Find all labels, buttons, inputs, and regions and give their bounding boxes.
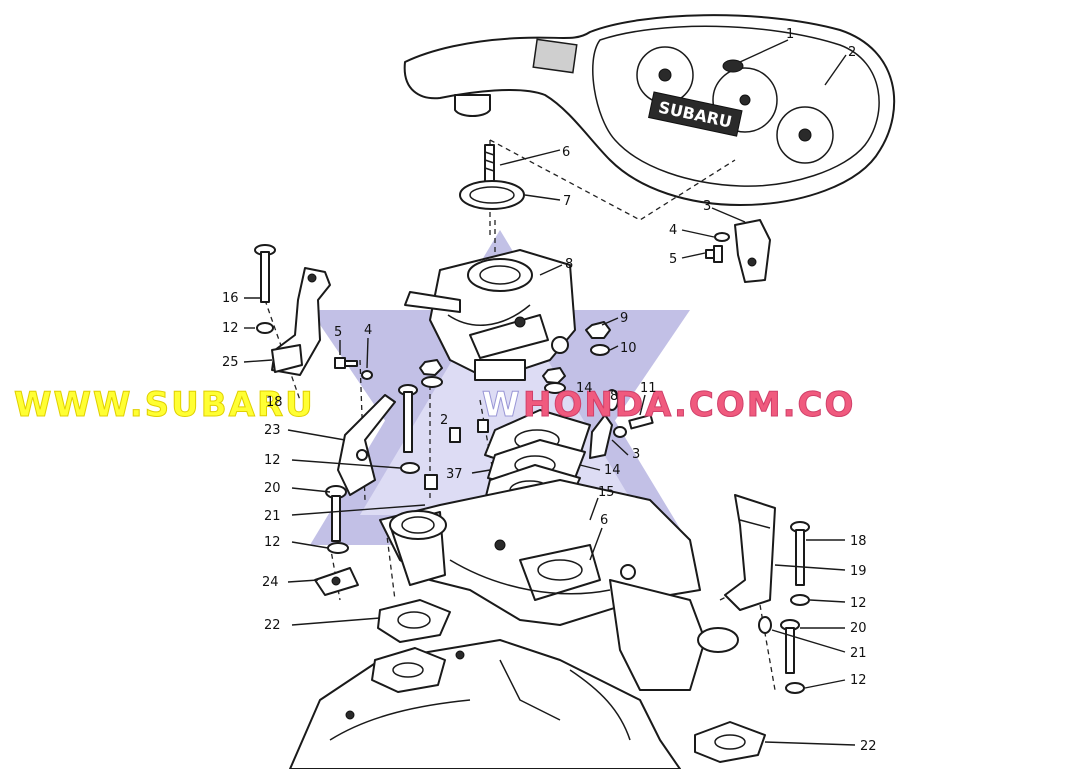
bolt-part-20-right [780,619,800,674]
callout-10: 10 [620,341,637,356]
bolt-part-16 [254,244,276,303]
engine-block [289,639,681,770]
callout-12-d: 12 [850,596,867,611]
washer-part-12e [785,682,805,694]
callout-12-a: 12 [222,321,239,336]
callout-5-top: 5 [669,252,677,267]
washer-part-12 [256,322,274,334]
callout-21-a: 21 [264,509,281,524]
callout-18-b: 18 [850,534,867,549]
callout-20-a: 20 [264,481,281,496]
gasket-part-22-left [377,599,451,643]
callout-14-a: 14 [576,381,593,396]
callout-4-top: 4 [669,223,677,238]
washer-part-10 [590,344,610,356]
small-parts-left [424,419,489,490]
bolt-part-18-right [790,521,810,586]
leader-lines [243,39,856,746]
callout-22-b: 22 [860,739,877,754]
bracket-part-25 [271,267,331,376]
callout-2: 2 [848,45,856,60]
callout-37: 37 [446,467,463,482]
callout-9: 9 [620,311,628,326]
gasket-part-22-right [694,721,766,763]
bolt-part-18 [398,384,418,453]
callout-12-e: 12 [850,673,867,688]
callout-20-b: 20 [850,621,867,636]
watermark-text-part1: WWW.SUBARU [14,385,315,425]
callout-6: 6 [562,145,570,160]
callout-1: 1 [786,27,794,42]
watermark-text-part3: HONDA.COM.CO [523,385,855,425]
intake-manifold [379,479,739,691]
air-cleaner-housing: SUBARU [403,14,896,206]
bracket-part-24 [314,567,359,596]
washer-part-4 [714,232,730,242]
bolt-part-11 [628,414,654,430]
bolt-part-5-lower [334,357,358,369]
gasket-ring-7 [459,180,525,210]
nuts-washers-set [419,359,627,438]
callout-15: 15 [598,485,615,500]
callout-2-mid: 2 [440,413,448,428]
callout-3-top: 3 [703,199,711,214]
callout-14-b: 14 [604,463,621,478]
callout-12-c: 12 [264,535,281,550]
bracket-part-3-mid [589,414,613,459]
callout-24: 24 [262,575,279,590]
callout-22-a: 22 [264,618,281,633]
bracket-part-3 [734,219,771,283]
callout-12-b: 12 [264,453,281,468]
callout-18-a: 18 [266,395,283,410]
callout-21-b: 21 [850,646,867,661]
bracket-part-19 [724,494,776,611]
callout-23: 23 [264,423,281,438]
washer-part-4-lower [361,370,373,380]
callout-25: 25 [222,355,239,370]
callout-19: 19 [850,564,867,579]
washer-part-12c [327,542,349,554]
stud-part-21-right [758,616,772,634]
callout-16: 16 [222,291,239,306]
callout-5-mid: 5 [334,325,342,340]
callout-8: 8 [565,257,573,272]
callout-3-mid: 3 [632,447,640,462]
carburetor-part-8 [404,249,576,381]
throttle-bracket-part-23 [337,394,396,496]
nut-part-9 [585,321,611,339]
watermark-text: WWW.SUBARU W HONDA.COM.CO [14,385,855,426]
callout-6-mid: 6 [600,513,608,528]
callout-8-mid: 8 [610,389,618,404]
washer-part-12b [400,462,420,474]
callout-7: 7 [563,194,571,209]
watermark-text-part2: W [482,385,522,425]
callout-11: 11 [640,381,657,396]
callout-labels: 1 2 6 7 3 4 5 8 9 10 16 12 25 5 4 14 11 … [222,27,877,754]
bolt-part-5 [705,245,723,263]
callout-4-mid: 4 [364,323,372,338]
washer-part-12d [790,594,810,606]
